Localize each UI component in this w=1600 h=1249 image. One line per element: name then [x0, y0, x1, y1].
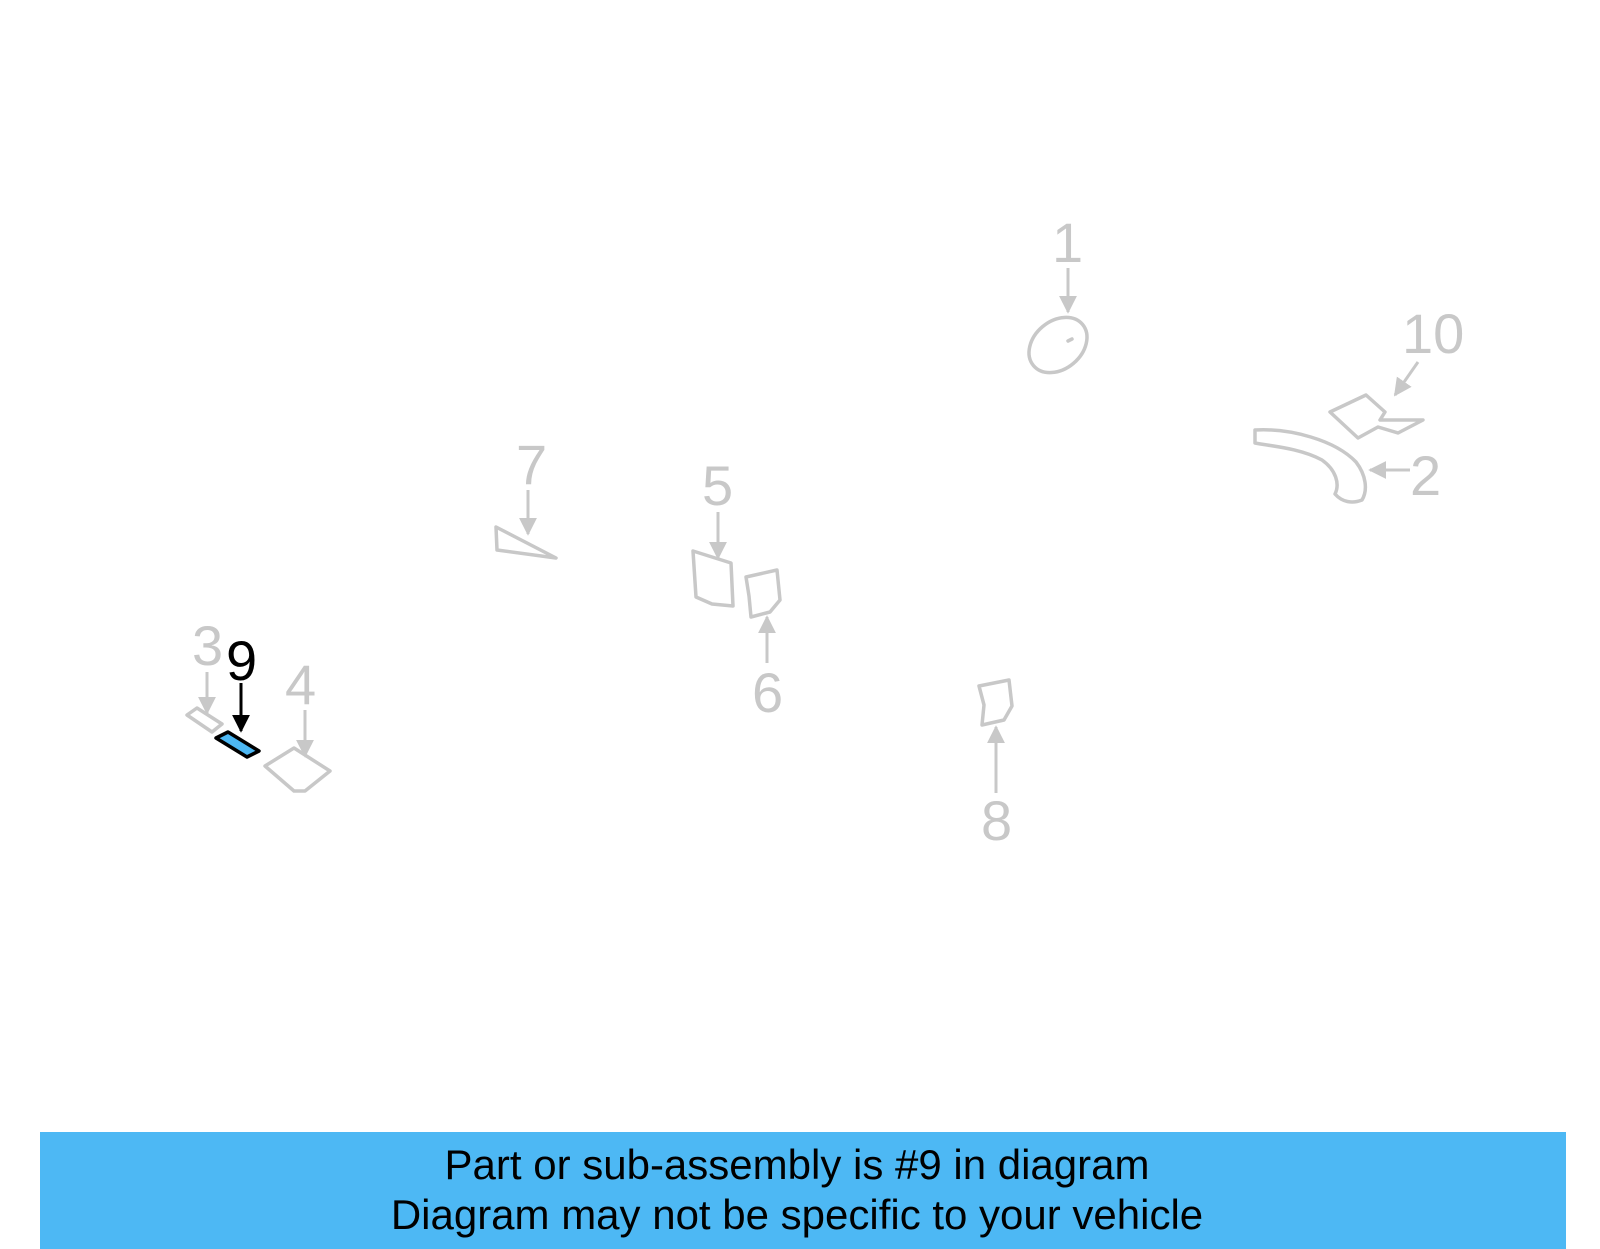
- part-8-shape: [977, 678, 1014, 727]
- part-1-shape: [1027, 315, 1089, 375]
- part-4-shape: [263, 746, 332, 793]
- callout-5[interactable]: 5: [702, 454, 733, 517]
- part-10-leader: [1393, 361, 1420, 397]
- part-3-shape: [185, 706, 224, 734]
- banner-line-2: Diagram may not be specific to your vehi…: [390, 1191, 1204, 1238]
- callout-8[interactable]: 8: [981, 789, 1012, 852]
- callout-6[interactable]: 6: [752, 661, 783, 724]
- callout-1[interactable]: 1: [1052, 211, 1083, 274]
- part-3[interactable]: 3: [185, 614, 224, 734]
- callout-9[interactable]: 9: [226, 629, 257, 692]
- part-10-shape: [1328, 393, 1425, 440]
- callout-4[interactable]: 4: [285, 653, 316, 716]
- part-7[interactable]: 7: [494, 433, 558, 560]
- part-4[interactable]: 4: [263, 653, 332, 793]
- part-7-shape: [494, 525, 558, 560]
- part-1[interactable]: 1: [1018, 211, 1098, 384]
- part-8[interactable]: 8: [977, 678, 1014, 852]
- banner-line-1: Part or sub-assembly is #9 in diagram: [444, 1141, 1150, 1188]
- part-10[interactable]: 10: [1328, 302, 1464, 440]
- callout-2[interactable]: 2: [1410, 444, 1441, 507]
- part-5[interactable]: 5: [691, 454, 735, 608]
- part-5-shape: [691, 549, 735, 608]
- info-banner: Part or sub-assembly is #9 in diagram Di…: [40, 1132, 1566, 1249]
- part-2[interactable]: 2: [1253, 428, 1441, 507]
- part-6-shape: [744, 568, 782, 619]
- part-9-shape: [214, 730, 261, 759]
- part-9[interactable]: 9: [214, 629, 261, 759]
- callout-7[interactable]: 7: [516, 433, 547, 496]
- callout-10[interactable]: 10: [1402, 302, 1464, 365]
- part-6[interactable]: 6: [744, 568, 783, 724]
- part-2-shape: [1253, 428, 1368, 504]
- callout-3[interactable]: 3: [192, 614, 223, 677]
